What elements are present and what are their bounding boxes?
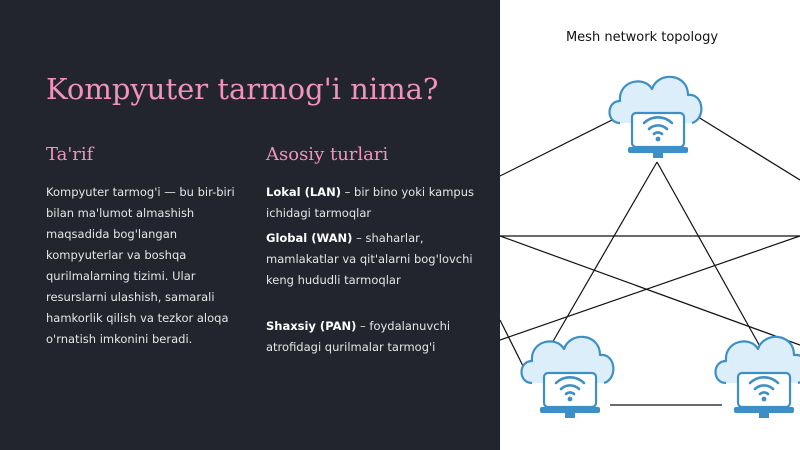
type-desc: – foydalanuvchi atrofidagi qurilmalar ta… <box>266 319 451 354</box>
cloud-wifi-monitor-icon <box>520 335 615 420</box>
mesh-link <box>689 111 800 181</box>
mesh-link <box>500 235 800 346</box>
type-name: Shaxsiy (PAN) <box>266 319 357 333</box>
mesh-link <box>656 161 763 351</box>
text-panel: Kompyuter tarmog'i nima? Ta'rif Kompyute… <box>46 72 486 358</box>
diagram-panel: Mesh network topology <box>500 0 800 450</box>
mesh-links <box>500 111 800 406</box>
definition-heading: Ta'rif <box>46 144 94 165</box>
diagram-title: Mesh network topology <box>565 30 719 45</box>
type-desc: – shaharlar, mamlakatlar va qit'alarni b… <box>266 231 473 287</box>
type-name: Lokal (LAN) <box>266 185 341 199</box>
definition-text: Kompyuter tarmog'i — bu bir-biri bilan m… <box>46 185 235 346</box>
type-item-pan: Shaxsiy (PAN) – foydalanuvchi atrofidagi… <box>266 316 486 358</box>
mesh-link <box>547 161 658 351</box>
type-name: Global (WAN) <box>266 231 353 245</box>
type-item-lan: Lokal (LAN) – bir bino yoki kampus ichid… <box>266 182 486 224</box>
types-heading: Asosiy turlari <box>266 144 389 165</box>
cloud-wifi-monitor-icon <box>714 335 800 420</box>
mesh-link <box>500 235 800 341</box>
type-desc: – bir bino yoki kampus ichidagi tarmoqla… <box>266 185 475 220</box>
mesh-diagram <box>500 75 800 420</box>
slide-title: Kompyuter tarmog'i nima? <box>46 72 439 106</box>
cloud-wifi-monitor-icon <box>608 75 703 160</box>
mesh-link <box>500 111 629 177</box>
type-item-wan: Global (WAN) – shaharlar, mamlakatlar va… <box>266 228 486 291</box>
